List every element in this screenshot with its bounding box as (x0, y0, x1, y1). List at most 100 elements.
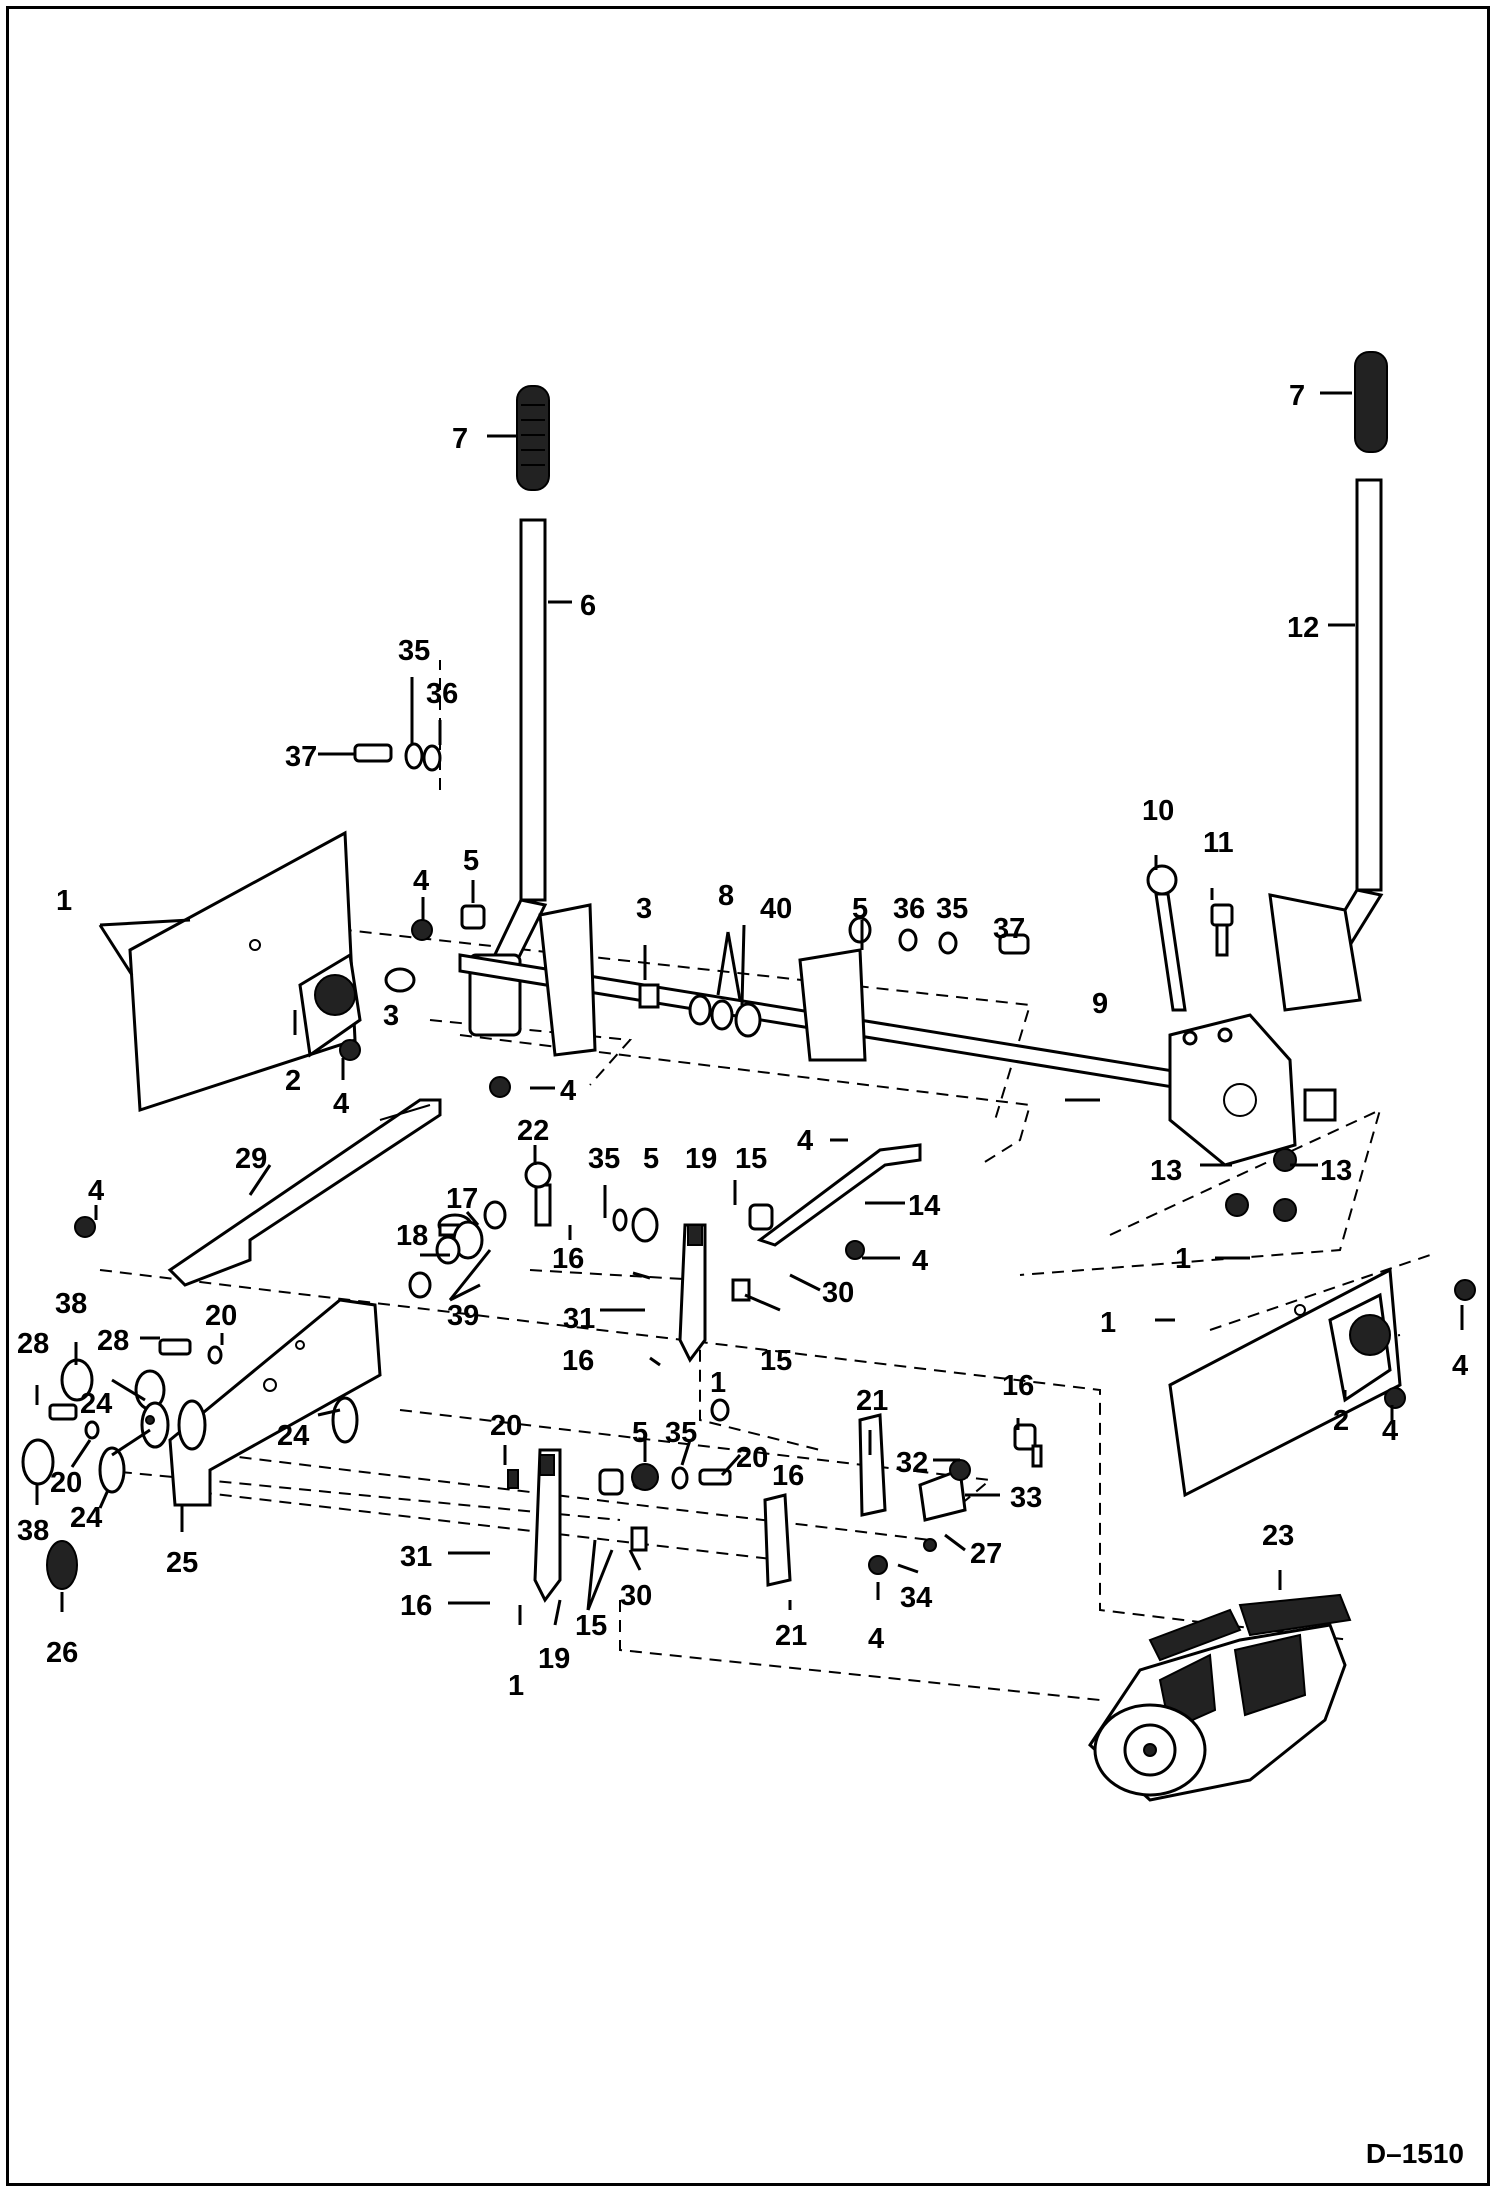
callout-label: 32 (896, 1447, 928, 1479)
callout-label: 1 (56, 885, 72, 917)
callout-label: 20 (736, 1442, 768, 1474)
callout-label: 37 (993, 913, 1025, 945)
callout-label: 5 (852, 893, 868, 925)
link-rod-14 (756, 1143, 922, 1247)
callout-label: 27 (970, 1538, 1002, 1570)
callout-label: 18 (396, 1220, 428, 1252)
callout-label: 37 (285, 741, 317, 773)
callout-label: 4 (88, 1175, 104, 1207)
callout-label: 4 (560, 1075, 576, 1107)
small-hardware (48, 742, 1476, 1575)
callout-label: 4 (868, 1623, 884, 1655)
callout-label: 29 (235, 1143, 267, 1175)
callout-label: 31 (563, 1303, 595, 1335)
callout-label: 20 (50, 1467, 82, 1499)
callout-label: 4 (912, 1245, 928, 1277)
callout-label: 36 (893, 893, 925, 925)
right-bearing-block (1168, 1013, 1337, 1167)
callout-label: 7 (1289, 380, 1305, 412)
callout-label: 10 (1142, 795, 1174, 827)
callout-label: 12 (1287, 612, 1319, 644)
callout-label: 24 (70, 1502, 102, 1534)
callout-label: 35 (665, 1417, 697, 1449)
drawing-reference-number: D–1510 (1365, 2138, 1464, 2169)
callout-label: 15 (735, 1143, 767, 1175)
callout-label: 3 (383, 1000, 399, 1032)
callout-label: 8 (718, 880, 734, 912)
callout-label: 38 (55, 1288, 87, 1320)
cross-shaft (458, 903, 1292, 1108)
callout-label: 9 (1092, 988, 1108, 1020)
callout-label: 30 (620, 1580, 652, 1612)
washers-24-26-38 (21, 1358, 359, 1590)
callout-label: 5 (632, 1417, 648, 1449)
callout-label: 34 (900, 1582, 932, 1614)
callout-label: 20 (205, 1300, 237, 1332)
callout-label: 7 (452, 423, 468, 455)
callout-label: 1 (710, 1367, 726, 1399)
callout-label: 2 (1333, 1405, 1349, 1437)
callout-label: 35 (588, 1143, 620, 1175)
left-side-plate (128, 830, 362, 1113)
callout-label: 36 (426, 678, 458, 710)
callout-label: 1 (508, 1670, 524, 1702)
bolts-10-11 (1146, 864, 1234, 1012)
assembly-lines (99, 660, 1431, 1701)
callout-label: 4 (333, 1088, 349, 1120)
callout-label: 24 (277, 1420, 309, 1452)
callout-label: 17 (446, 1183, 478, 1215)
callout-label: 16 (562, 1345, 594, 1377)
callout-label: 19 (685, 1143, 717, 1175)
blocks-21 (763, 1413, 887, 1587)
callout-label: 30 (822, 1277, 854, 1309)
callout-label: 26 (46, 1637, 78, 1669)
callout-label: 20 (490, 1410, 522, 1442)
hydraulic-pump (1088, 1593, 1352, 1802)
callout-label: 35 (398, 635, 430, 667)
link-rod-29 (167, 1098, 442, 1287)
leader-lines (35, 391, 1464, 1626)
callout-label: 1 (1100, 1307, 1116, 1339)
callout-label: 28 (97, 1325, 129, 1357)
callout-label: 14 (908, 1190, 940, 1222)
callout-label: 2 (285, 1065, 301, 1097)
callout-label: 24 (80, 1388, 112, 1420)
callout-label: 23 (1262, 1520, 1294, 1552)
callout-label: 16 (552, 1243, 584, 1275)
callout-label: 3 (636, 893, 652, 925)
bracket-33 (918, 1459, 971, 1522)
right-side-plate (1168, 1267, 1402, 1498)
callout-label: 16 (400, 1590, 432, 1622)
callout-label: 13 (1150, 1155, 1182, 1187)
callout-label: 11 (1203, 827, 1234, 859)
diagram-frame (6, 6, 1490, 2186)
callout-label: 21 (775, 1620, 807, 1652)
callout-labels: 7 7 6 12 35 36 37 10 11 5 4 3 8 40 5 36 … (17, 380, 1468, 1702)
callout-label: 15 (575, 1610, 607, 1642)
callout-label: 28 (17, 1328, 49, 1360)
callout-label: 33 (1010, 1482, 1042, 1514)
callout-label: 35 (936, 893, 968, 925)
callout-label: 40 (760, 893, 792, 925)
lever-arms-19 (533, 1223, 707, 1603)
callout-label: 31 (400, 1541, 432, 1573)
callout-label: 5 (643, 1143, 659, 1175)
callout-label: 15 (760, 1345, 792, 1377)
callout-label: 6 (580, 590, 596, 622)
callout-label: 1 (1175, 1243, 1191, 1275)
callout-label: 4 (797, 1125, 813, 1157)
callout-label: 38 (17, 1515, 49, 1547)
right-control-lever (1268, 351, 1388, 1012)
callout-label: 4 (413, 865, 429, 897)
callout-label: 4 (1382, 1415, 1398, 1447)
callout-label: 22 (517, 1115, 549, 1147)
callout-label: 21 (856, 1385, 888, 1417)
callout-label: 19 (538, 1643, 570, 1675)
callout-label: 5 (463, 845, 479, 877)
callout-label: 4 (1452, 1350, 1468, 1382)
left-control-lever (468, 385, 550, 1037)
callout-label: 16 (1002, 1370, 1034, 1402)
callout-label: 16 (772, 1460, 804, 1492)
callout-label: 13 (1320, 1155, 1352, 1187)
